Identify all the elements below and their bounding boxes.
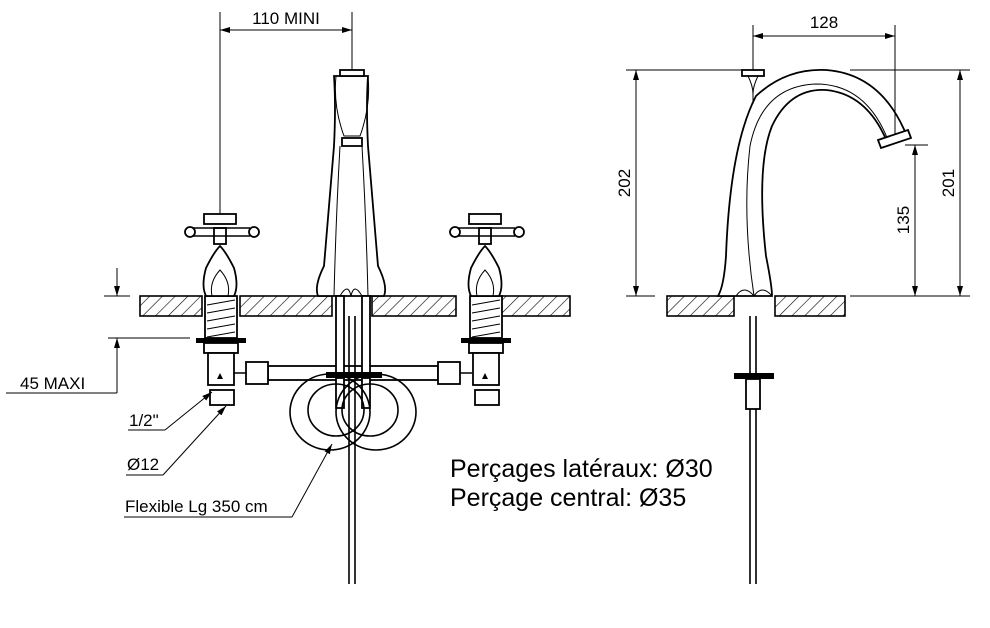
front-view: 110 MINI 45 MAXI 1/2" Ø12 Flexible Lg 35… xyxy=(6,9,571,584)
gooseneck-spout xyxy=(716,69,913,584)
callout-flexible: Flexible Lg 350 cm xyxy=(124,443,333,518)
dimension-202: 202 xyxy=(615,69,742,297)
dimension-201: 201 xyxy=(850,69,970,297)
connecting-pipe xyxy=(234,361,472,385)
note-center-hole: Perçage central: Ø35 xyxy=(450,484,686,512)
center-spout xyxy=(289,69,417,584)
dimension-label: 135 xyxy=(894,206,913,234)
dimension-label: 201 xyxy=(939,169,958,197)
dimension-label: 110 MINI xyxy=(252,9,320,28)
side-view: 128 202 201 135 xyxy=(615,13,970,584)
dimension-label: 128 xyxy=(810,13,838,32)
dimension-128: 128 xyxy=(752,13,896,135)
callout-label: Ø12 xyxy=(127,455,159,474)
right-cross-handle-valve xyxy=(449,213,525,406)
callout-label: Flexible Lg 350 cm xyxy=(125,497,268,516)
note-side-holes: Perçages latéraux: Ø30 xyxy=(450,455,713,483)
countertop-section xyxy=(666,295,846,317)
callout-label: 1/2" xyxy=(129,411,159,430)
dimension-45-maxi: 45 MAXI xyxy=(6,268,190,394)
dimension-label: 45 MAXI xyxy=(20,374,85,393)
callout-diameter: Ø12 xyxy=(126,405,227,476)
left-cross-handle-valve xyxy=(184,213,260,406)
dimension-135: 135 xyxy=(894,144,928,296)
dimension-110-mini: 110 MINI xyxy=(219,9,353,214)
dimension-label: 202 xyxy=(615,169,634,197)
countertop-section xyxy=(139,295,571,317)
callout-thread: 1/2" xyxy=(128,391,213,431)
